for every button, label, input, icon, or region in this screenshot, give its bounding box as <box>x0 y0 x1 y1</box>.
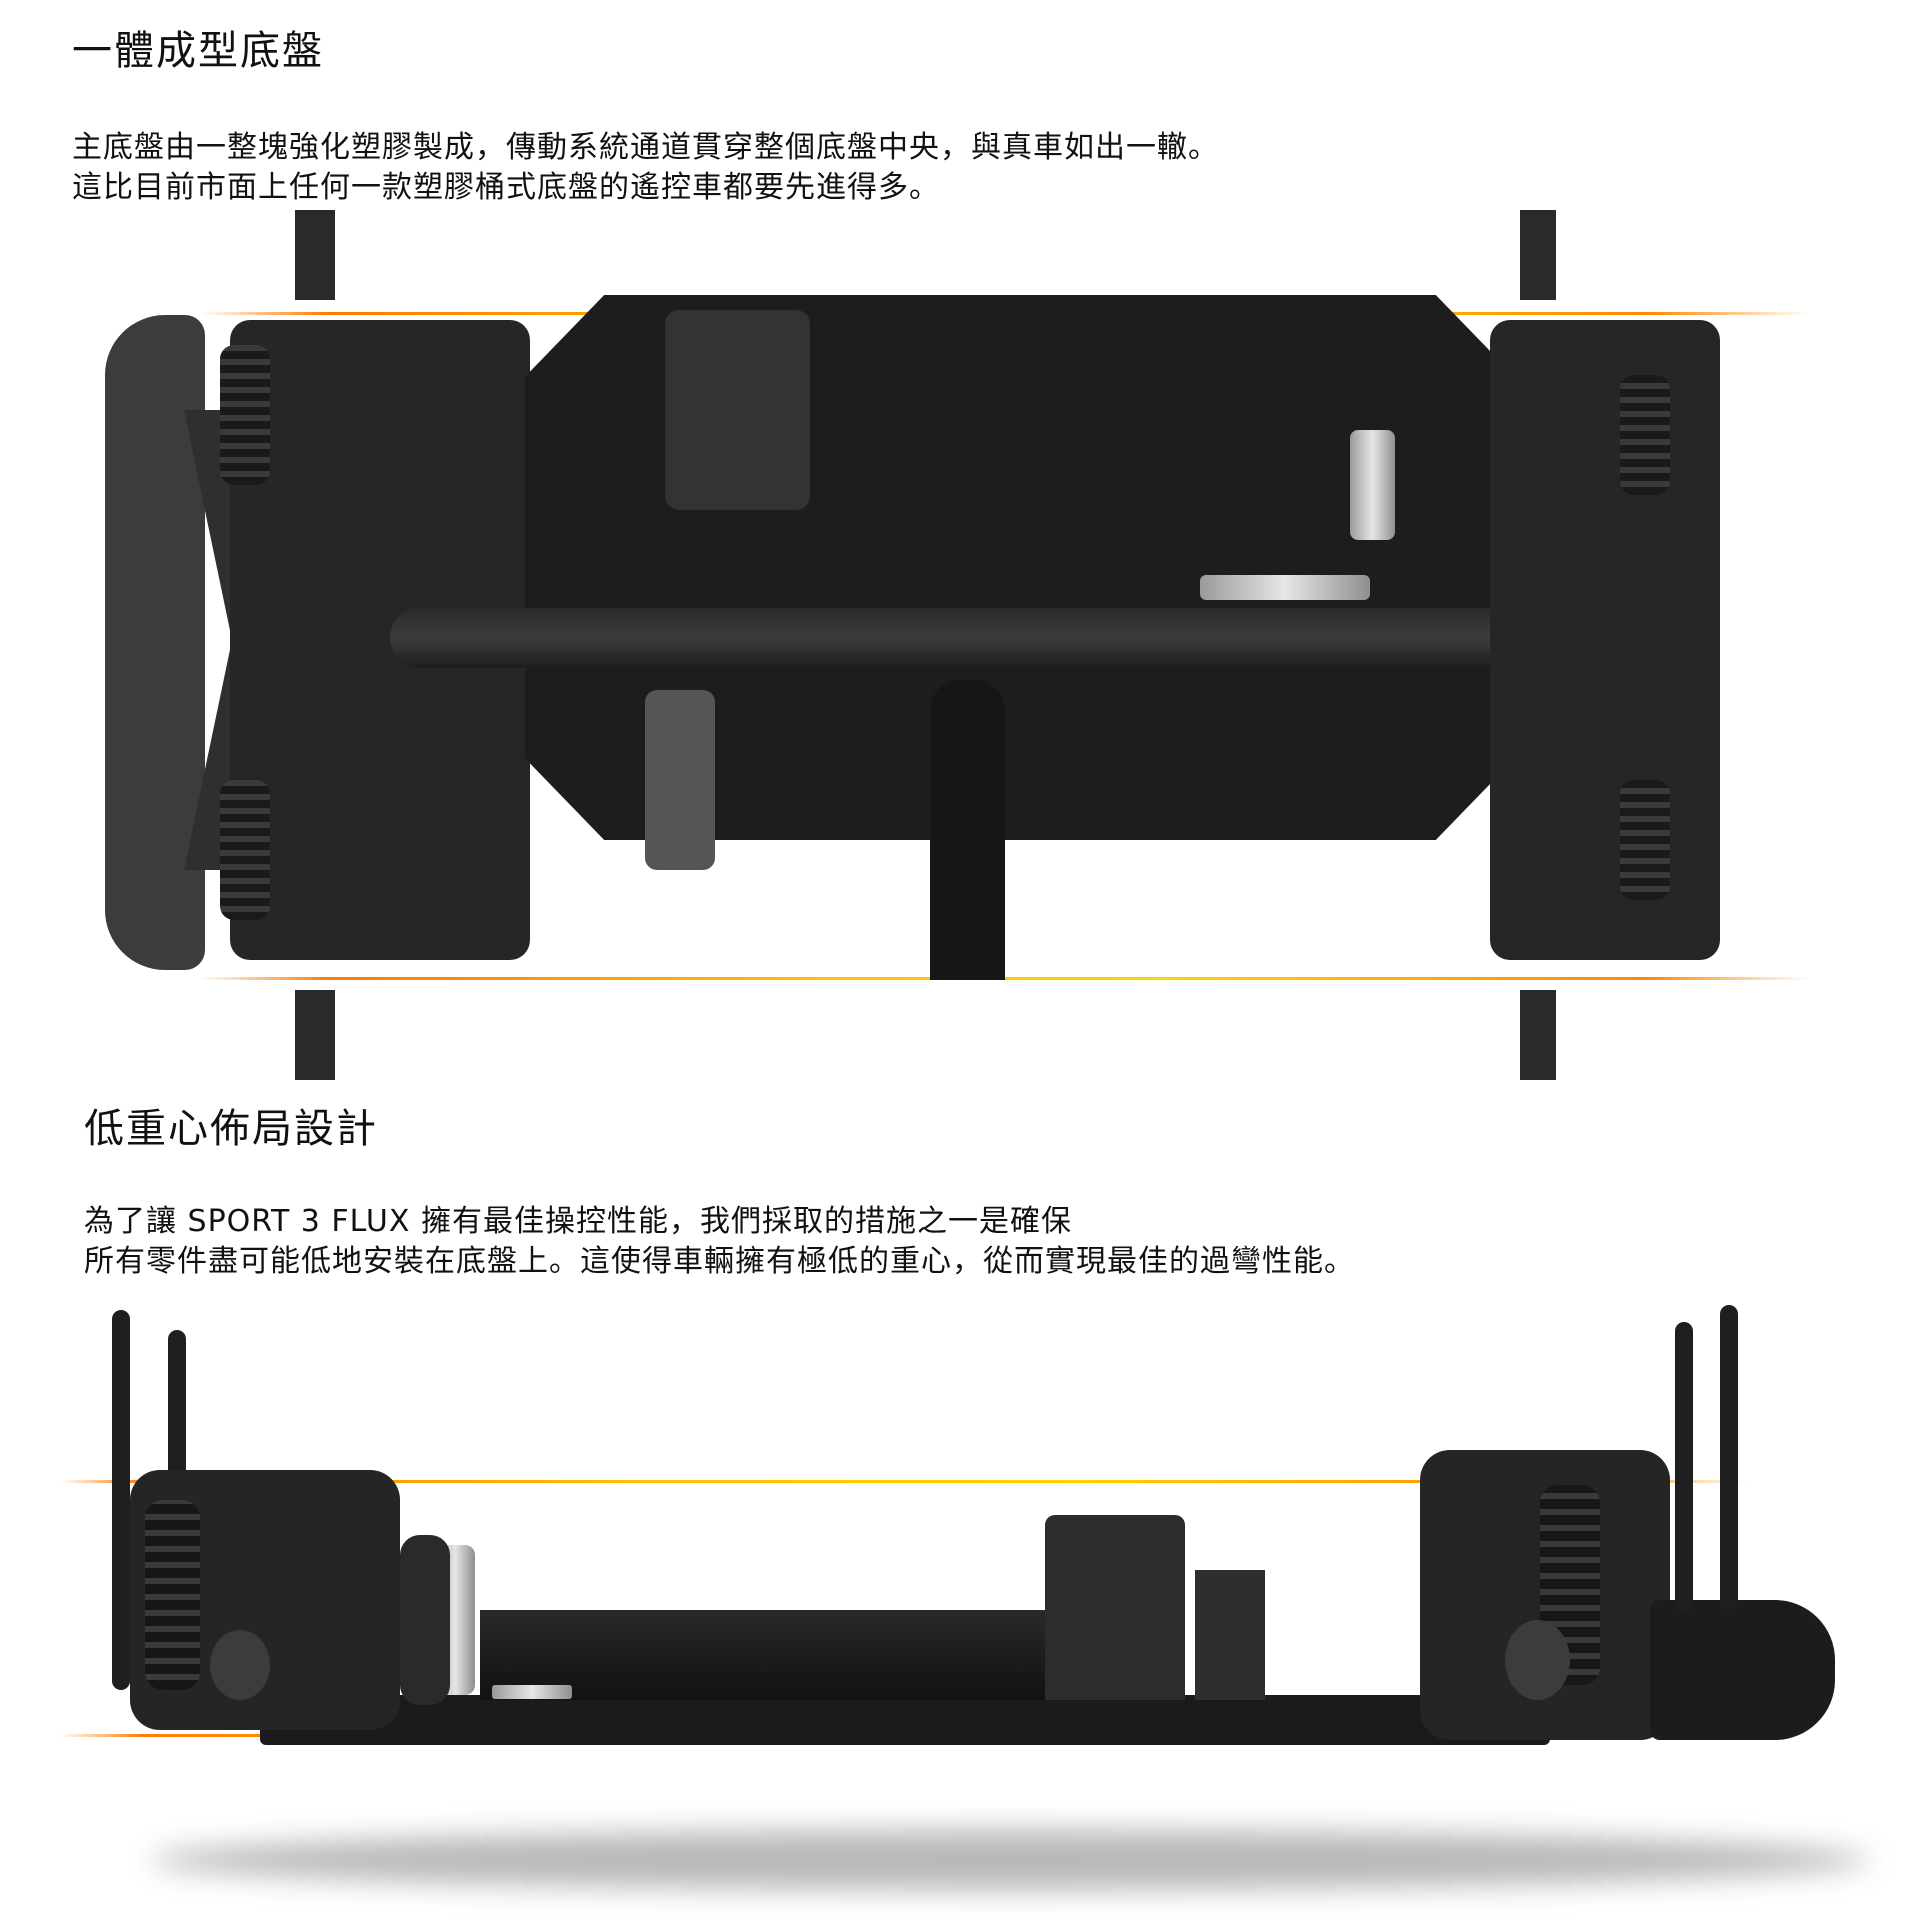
front-body-post-left <box>1675 1322 1693 1612</box>
battery-spacer <box>645 690 715 870</box>
front-hub-bottom <box>295 990 335 1080</box>
section-paragraph-low-cog: 為了讓 SPORT 3 FLUX 擁有最佳操控性能，我們採取的措施之一是確保 所… <box>84 1202 1355 1282</box>
paragraph-line: 所有零件盡可能低地安裝在底盤上。這使得車輛擁有極低的重心，從而實現最佳的過彎性能… <box>84 1244 1355 1279</box>
front-bumper-side <box>1650 1600 1835 1740</box>
paragraph-line: 為了讓 SPORT 3 FLUX 擁有最佳操控性能，我們採取的措施之一是確保 <box>84 1204 1072 1239</box>
motor-mount <box>1350 430 1395 540</box>
section-paragraph-unibody-chassis: 主底盤由一整塊強化塑膠製成，傳動系統通道貫穿整個底盤中央，與真車如出一轍。 這比… <box>72 128 1219 208</box>
pinion-gear <box>492 1685 572 1699</box>
steering-servo <box>1195 1570 1265 1700</box>
height-guide-line-top <box>60 1480 1750 1483</box>
battery-pack <box>480 1610 1100 1700</box>
rear-body-post-left <box>112 1310 130 1690</box>
spur-gear <box>1200 575 1370 600</box>
front-hub-top <box>295 210 335 300</box>
battery-strap <box>930 680 1005 980</box>
receiver-box <box>1045 1515 1185 1700</box>
motor-mount <box>400 1535 450 1705</box>
width-guide-line-bottom <box>200 977 1810 980</box>
receiver-box <box>665 310 810 510</box>
chassis-top-view-image <box>100 210 1810 1080</box>
section-title-unibody-chassis: 一體成型底盤 <box>72 28 324 74</box>
chassis-plate <box>260 1695 1550 1745</box>
front-hub-side <box>1505 1620 1570 1700</box>
rear-hub-bottom <box>1520 990 1556 1080</box>
paragraph-line: 主底盤由一整塊強化塑膠製成，傳動系統通道貫穿整個底盤中央，與真車如出一轍。 <box>72 130 1219 165</box>
front-body-post-right <box>1720 1305 1738 1610</box>
paragraph-line: 這比目前市面上任何一款塑膠桶式底盤的遙控車都要先進得多。 <box>72 170 940 205</box>
section-title-low-cog: 低重心佈局設計 <box>84 1106 378 1152</box>
rear-shock-upper <box>1620 375 1670 495</box>
front-shock-upper <box>220 345 270 485</box>
ground-shadow <box>150 1830 1870 1890</box>
center-drive-shaft <box>390 608 1550 668</box>
rear-hub-side <box>210 1630 270 1700</box>
rear-hub-top <box>1520 210 1556 300</box>
rear-shock-side <box>145 1500 200 1690</box>
front-shock-lower <box>220 780 270 920</box>
rear-suspension <box>1490 320 1720 960</box>
rear-shock-lower <box>1620 780 1670 900</box>
chassis-side-view-image <box>60 1300 1870 1920</box>
